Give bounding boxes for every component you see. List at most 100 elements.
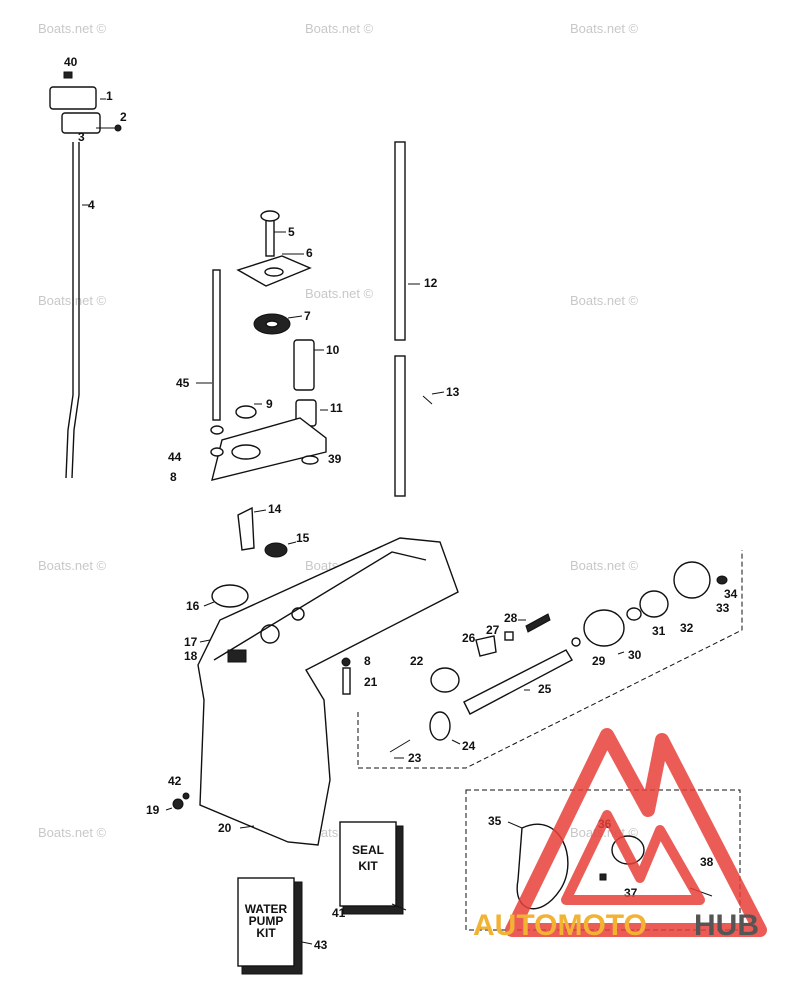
spring-28 — [525, 613, 551, 633]
watermark-10: Boats.net © — [38, 825, 107, 840]
part-label: 20 — [218, 821, 232, 835]
part-label: 8 — [364, 654, 371, 668]
part-label: 31 — [652, 624, 666, 638]
part-label: 30 — [628, 648, 642, 662]
part-label: 23 — [408, 751, 422, 765]
part-label: 29 — [592, 654, 606, 668]
propeller-shaft-25 — [463, 649, 573, 715]
part-label: 22 — [410, 654, 424, 668]
cam-14 — [237, 506, 255, 551]
shift-rod-clamp — [49, 71, 122, 134]
part-label: 39 — [328, 452, 342, 466]
part-label: 8 — [170, 470, 177, 484]
part-label: 6 — [306, 246, 313, 260]
part-label: 34 — [724, 587, 738, 601]
part-label: 1 — [106, 89, 113, 103]
automotohub-logo: AUTOMOTO HUB — [473, 728, 767, 942]
shift-rod — [65, 142, 80, 479]
part-label: 44 — [168, 450, 182, 464]
shift-rod-body — [65, 142, 80, 479]
part-label: 17 — [184, 635, 198, 649]
pump-base — [211, 417, 327, 481]
housing-port-1 — [260, 624, 280, 644]
o-ring-32 — [639, 590, 669, 618]
o-ring-39 — [301, 455, 319, 465]
part-label: 9 — [266, 397, 273, 411]
watermark-2: Boats.net © — [305, 21, 374, 36]
forward-gear-24 — [429, 711, 451, 741]
seal-kit-box — [339, 821, 397, 907]
stud-45 — [212, 269, 221, 421]
housing-window — [227, 649, 247, 663]
watermark-1: Boats.net © — [38, 21, 107, 36]
logo-brand-left: AUTOMOTO — [473, 909, 647, 942]
housing-edge — [213, 551, 427, 661]
nut-37 — [599, 873, 607, 881]
part-label: 42 — [168, 774, 182, 788]
part-label: 3 — [78, 130, 85, 144]
pump-seal — [235, 405, 257, 419]
drive-shaft — [394, 141, 433, 497]
nut-44 — [210, 425, 224, 435]
clamp-pin — [63, 71, 73, 79]
part-label: 2 — [120, 110, 127, 124]
part-label: 21 — [364, 675, 378, 689]
pump-plate-hole — [264, 267, 284, 277]
pump-plate — [236, 255, 312, 287]
part-label: 26 — [462, 631, 476, 645]
reverse-gear-30 — [583, 609, 625, 647]
watermark-4: Boats.net © — [38, 293, 107, 308]
o-ring-16 — [211, 584, 249, 608]
part-label: 18 — [184, 649, 198, 663]
clamp-upper — [49, 86, 97, 110]
logo-triangle-icon — [505, 728, 767, 937]
part-label: 11 — [330, 401, 343, 415]
gear-train — [357, 550, 743, 769]
impeller — [253, 313, 291, 335]
leader-lines — [82, 98, 625, 945]
drive-shaft-lower — [394, 355, 406, 497]
grommet-15 — [264, 542, 288, 558]
bearing-31 — [626, 607, 642, 621]
bearing-carrier-33 — [673, 561, 711, 599]
watermark-5: Boats.net © — [305, 286, 374, 301]
part-label: 15 — [296, 531, 310, 545]
pin-27 — [504, 631, 514, 641]
clamp-screw-head — [114, 124, 122, 132]
assembly-outline-upper — [357, 550, 743, 769]
part-label: 4 — [88, 198, 95, 212]
part-label: 32 — [680, 621, 694, 635]
part-label: 41 — [332, 906, 346, 920]
drive-shaft-upper — [394, 141, 406, 341]
shift-cam — [237, 506, 288, 558]
watermark-3: Boats.net © — [570, 21, 639, 36]
water-tube — [293, 339, 315, 391]
washer-8b — [341, 657, 351, 667]
part-label: 12 — [424, 276, 438, 290]
washer-29 — [571, 637, 581, 647]
part-label: 7 — [304, 309, 311, 323]
logo-brand-right: HUB — [694, 909, 759, 942]
part-label: 16 — [186, 599, 200, 613]
watermarks: Boats.net © Boats.net © Boats.net © Boat… — [38, 21, 639, 840]
screw-21 — [342, 667, 351, 695]
part-label: 45 — [176, 376, 190, 390]
part-label: 40 — [64, 55, 78, 69]
pump-kit-box — [237, 877, 295, 967]
clip-26 — [475, 635, 497, 657]
washer-8 — [210, 447, 224, 457]
part-label: 28 — [504, 611, 518, 625]
water-pump-assembly — [210, 210, 327, 481]
part-label: 24 — [462, 739, 476, 753]
washer-42 — [182, 792, 190, 800]
logo-inner-triangle-icon — [561, 810, 705, 905]
housing-body — [197, 537, 459, 846]
pump-screw — [265, 217, 275, 257]
part-label: 33 — [716, 601, 730, 615]
gear-housing — [172, 537, 459, 846]
